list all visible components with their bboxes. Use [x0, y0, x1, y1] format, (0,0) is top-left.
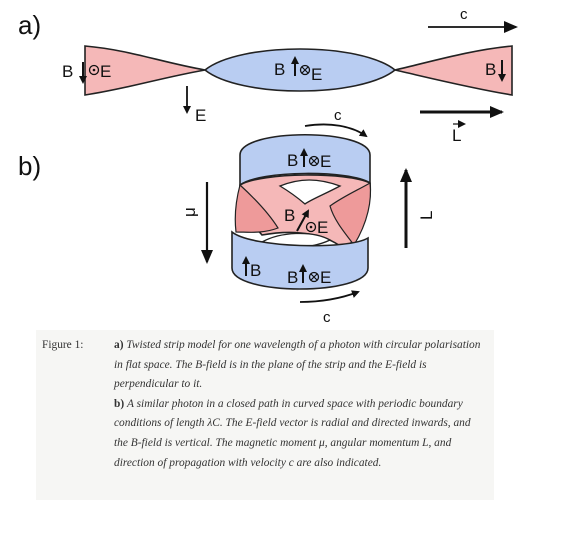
caption-figure-label: Figure 1: [42, 339, 84, 351]
a-mid-E-cross-symbol [299, 64, 311, 76]
caption-a-text: Twisted strip model for one wavelength o… [114, 339, 481, 391]
b-top-c-label: c [334, 107, 342, 124]
b-top-E-cross-symbol [308, 155, 320, 167]
b-bottom-c-label: c [323, 309, 331, 326]
caption-b-tag: b) [114, 397, 125, 410]
b-bottom-E-label: E [320, 268, 331, 287]
b-top-E-label: E [320, 152, 331, 171]
a-left-B-label: B [62, 62, 73, 81]
upper-hole [278, 179, 342, 205]
b-L-label: L [417, 211, 436, 220]
caption-b-text: A similar photon in a closed path in cur… [114, 397, 471, 469]
caption-a-tag: a) [114, 339, 124, 351]
b-bottom-E-cross-symbol [308, 271, 320, 283]
bottom-blue-band [231, 230, 369, 290]
a-L-label: L [452, 126, 461, 145]
panel-a-label: a) [18, 10, 41, 40]
b-top-propagation-arrow [304, 123, 368, 138]
b-top-B-label: B [287, 151, 298, 170]
caption-body: a) Twisted strip model for one wavelengt… [114, 336, 482, 473]
right-pink-segment [394, 45, 513, 96]
panel-b-label: b) [18, 151, 41, 181]
b-mid-B-label: B [284, 206, 295, 225]
b-mu-label: μ [180, 207, 199, 217]
caption-background [36, 330, 494, 500]
a-mid-B-label: B [274, 60, 285, 79]
b-bottom-B-label: B [287, 268, 298, 287]
a-right-B-label: B [485, 60, 496, 79]
b-mid-B-arrow [296, 209, 309, 232]
pink-shadow-left [234, 183, 279, 233]
a-E-vector-label: E [195, 106, 206, 125]
b-mid-E-label: E [317, 218, 328, 237]
photon-strip-figure: a) B E B E B E c L b) B [18, 6, 518, 326]
b-bottom-left-B-label: B [250, 261, 261, 280]
b-bottom-propagation-arrow [299, 290, 360, 303]
twisted-strip-flat [84, 45, 513, 96]
a-c-label: c [460, 6, 468, 23]
a-mid-E-label: E [311, 65, 322, 84]
b-mid-E-dot-symbol [305, 221, 317, 233]
pink-shadow-right [329, 182, 372, 247]
a-left-E-dot-symbol [88, 64, 100, 76]
a-left-E-label: E [100, 62, 111, 81]
